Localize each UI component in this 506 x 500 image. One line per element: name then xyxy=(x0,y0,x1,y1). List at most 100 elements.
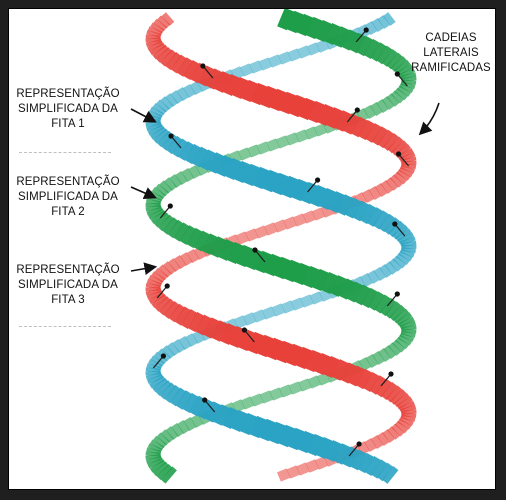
helix-strand-blue-segment xyxy=(320,446,329,450)
helix-strand-blue-segment xyxy=(387,17,392,21)
helix-strand-red-segment xyxy=(247,233,256,237)
helix-strand-green-segment xyxy=(392,59,396,63)
helix-strand-blue-segment xyxy=(180,92,186,96)
helix-strand-blue-segment xyxy=(302,299,312,303)
helix-strand-red-segment xyxy=(218,80,227,84)
arrow-side-chains xyxy=(421,103,439,133)
helix-strand-red-segment xyxy=(264,95,274,99)
helix-strand-green-segment xyxy=(310,380,319,384)
helix-strand-red-segment xyxy=(274,98,284,102)
helix-strand-green-segment xyxy=(175,428,181,432)
helix-strand-green-segment xyxy=(160,218,164,222)
helix-strand-red-segment xyxy=(374,440,380,444)
helix-strand-blue-segment xyxy=(183,149,189,153)
helix-strand-green-segment xyxy=(287,137,297,141)
helix-strand-red-segment xyxy=(190,254,197,258)
helix-strand-green-segment xyxy=(231,155,240,159)
divider-2 xyxy=(19,326,111,327)
helix-strand-red-segment xyxy=(172,263,177,267)
helix-strand-red-segment xyxy=(299,356,309,360)
helix-strand-green-segment xyxy=(159,467,162,471)
helix-strand-red-segment xyxy=(279,473,289,477)
helix-strand-blue-segment xyxy=(383,269,389,273)
helix-strand-blue-segment xyxy=(188,338,195,342)
helix-strand-red-segment xyxy=(378,188,384,192)
helix-strand-red-segment xyxy=(375,383,381,387)
helix-strand-red-segment xyxy=(370,131,377,135)
helix-strand-red-segment xyxy=(216,329,225,333)
helix-strand-blue-segment xyxy=(175,395,181,399)
helix-strand-green-segment xyxy=(243,401,252,405)
helix-strand-blue-segment xyxy=(244,422,253,426)
helix-strand-green-segment xyxy=(346,38,354,42)
helix-strand-green-segment xyxy=(382,353,388,357)
helix-strand-green-segment xyxy=(382,53,388,57)
helix-strand-blue-segment xyxy=(276,182,286,186)
helix-strand-blue-segment xyxy=(193,86,200,90)
helix-strand-green-segment xyxy=(170,431,175,435)
helix-strand-green-segment xyxy=(392,347,396,351)
helix-strand-red-segment xyxy=(347,122,355,126)
helix-strand-green-segment xyxy=(337,35,346,39)
helix-strand-green-segment xyxy=(234,404,243,408)
helix-strand-blue-segment xyxy=(338,452,347,456)
helix-strand-red-segment xyxy=(290,353,300,357)
helix-strand-blue-segment xyxy=(311,443,320,447)
helix-strand-red-segment xyxy=(386,434,391,438)
helix-strand-blue-segment xyxy=(357,209,365,213)
helix-strand-red-segment xyxy=(236,86,245,90)
helix-strand-red-segment xyxy=(368,380,375,384)
helix-strand-red-segment xyxy=(355,125,363,129)
helix-strand-blue-segment xyxy=(174,95,180,99)
helix-strand-green-segment xyxy=(173,227,179,231)
helix-strand-green-segment xyxy=(395,95,399,99)
helix-strand-blue-segment xyxy=(181,398,187,402)
helix-strand-green-segment xyxy=(231,251,240,255)
helix-strand-green-segment xyxy=(291,20,301,24)
helix-strand-green-segment xyxy=(281,17,291,21)
helix-strand-red-segment xyxy=(381,386,387,390)
helix-strand-red-segment xyxy=(167,266,172,270)
helix-strand-blue-segment xyxy=(266,179,276,183)
helix-strand-green-segment xyxy=(240,254,249,258)
helix-strand-green-segment xyxy=(399,314,402,318)
helix-strand-blue-segment xyxy=(226,416,235,420)
helix-strand-blue-segment xyxy=(274,308,284,312)
helix-strand-blue-segment xyxy=(197,155,204,159)
helix-strand-red-segment xyxy=(289,470,299,474)
helix-strand-green-segment xyxy=(191,236,198,240)
helix-strand-green-segment xyxy=(401,65,404,69)
helix-strand-green-segment xyxy=(316,128,325,132)
helix-strand-green-segment xyxy=(206,242,214,246)
helix-strand-green-segment xyxy=(325,281,334,285)
helix-strand-green-segment xyxy=(380,302,386,306)
helix-strand-green-segment xyxy=(259,146,269,150)
helix-strand-green-segment xyxy=(180,425,186,429)
helix-strand-blue-segment xyxy=(349,206,357,210)
helix-strand-red-segment xyxy=(280,350,290,354)
helix-strand-red-segment xyxy=(396,395,400,399)
helix-strand-blue-segment xyxy=(238,170,247,174)
helix-strand-green-segment xyxy=(391,308,396,312)
helix-strand-blue-segment xyxy=(195,335,202,339)
helix-strand-blue-segment xyxy=(393,263,397,267)
helix-strand-green-segment xyxy=(366,110,373,114)
helix-strand-red-segment xyxy=(318,362,327,366)
helix-strand-green-segment xyxy=(375,356,381,360)
helix-strand-green-segment xyxy=(268,143,278,147)
label-strand-3-line-2: SIMPLIFICADA DA xyxy=(9,278,127,293)
helix-strand-red-segment xyxy=(392,392,397,396)
helix-strand-blue-segment xyxy=(382,470,388,474)
helix-strand-green-segment xyxy=(391,98,396,102)
helix-strand-red-segment xyxy=(266,227,276,231)
helix-strand-blue-segment xyxy=(247,173,256,177)
label-strand-3: REPRESENTAÇÃO SIMPLIFICADA DA FITA 3 xyxy=(9,263,127,308)
helix-strand-red-segment xyxy=(202,74,210,78)
helix-strand-red-segment xyxy=(394,179,398,183)
helix-strand-red-segment xyxy=(195,71,202,75)
helix-strand-red-segment xyxy=(270,347,280,351)
helix-strand-red-segment xyxy=(360,446,367,450)
helix-strand-green-segment xyxy=(380,104,386,108)
helix-strand-blue-segment xyxy=(293,302,303,306)
helix-strand-blue-segment xyxy=(280,56,290,60)
